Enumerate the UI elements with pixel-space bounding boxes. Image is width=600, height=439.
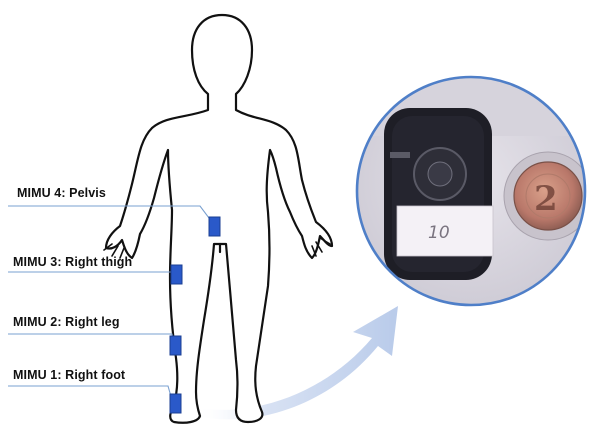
device-photo-inset: 10 2 [356, 76, 592, 305]
sensor-leg [170, 336, 181, 355]
leader-line-leg [8, 334, 174, 346]
sensor-pelvis [209, 217, 220, 236]
sensor-foot [170, 394, 181, 413]
coin-value: 2 [534, 179, 558, 219]
pointer-arrow [196, 306, 398, 419]
label-mimu-3-right-thigh: MIMU 3: Right thigh [13, 255, 132, 269]
sensor-thigh [171, 265, 182, 284]
label-mimu-1-right-foot: MIMU 1: Right foot [13, 368, 125, 382]
label-mimu-2-right-leg: MIMU 2: Right leg [13, 315, 120, 329]
label-mimu-4-pelvis: MIMU 4: Pelvis [17, 186, 106, 200]
leader-line-foot [8, 386, 172, 400]
device-tag-number: 10 [428, 223, 450, 243]
